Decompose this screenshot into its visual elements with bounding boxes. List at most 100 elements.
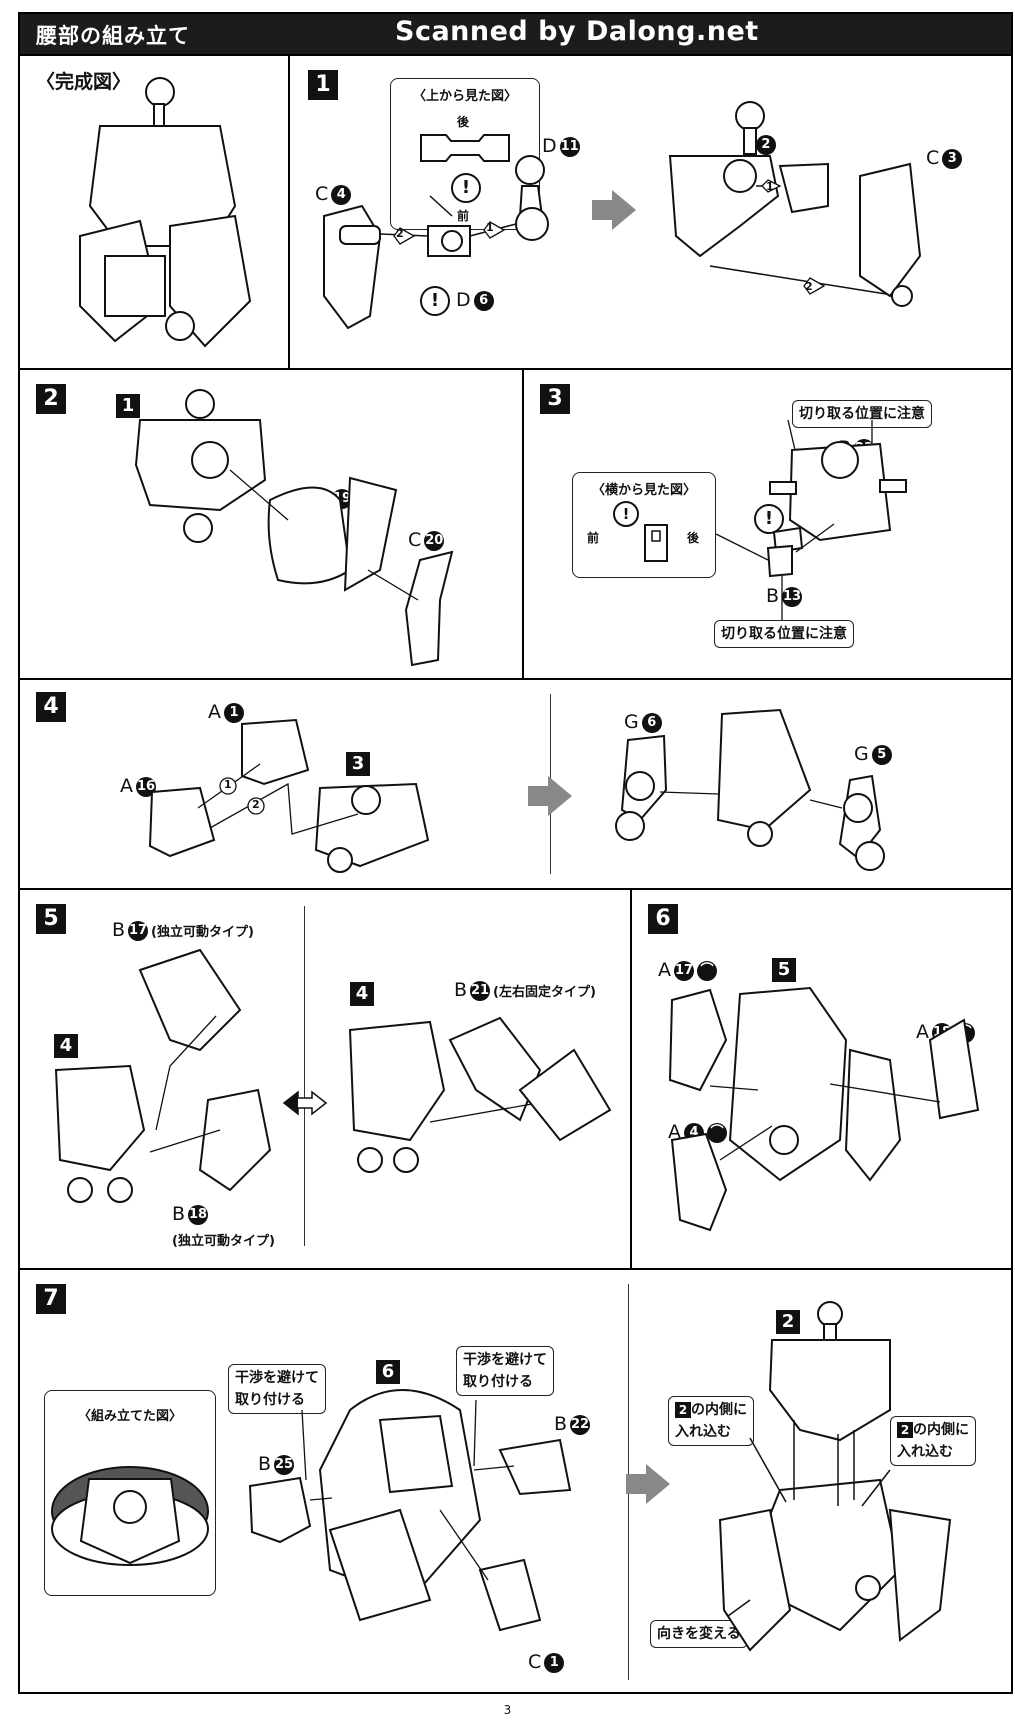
caution-icon: ! bbox=[754, 504, 784, 534]
page-number: 3 bbox=[503, 1703, 512, 1717]
ref-step-5: 5 bbox=[772, 958, 796, 982]
note-text: の内側に 入れ込む bbox=[675, 1402, 747, 1440]
note-text: 干渉を避けて 取り付ける bbox=[463, 1352, 547, 1390]
step1-parts-left bbox=[323, 155, 549, 330]
part-letter: C bbox=[408, 529, 422, 551]
type-note: (独立可動タイプ) bbox=[172, 1234, 275, 1249]
row-step7: 7 〈組み立てた図〉 干渉を避けて 取り付ける 干渉を避けて 取り付ける 6 B… bbox=[18, 1270, 1013, 1694]
inset-title: 〈組み立てた図〉 bbox=[77, 1409, 182, 1424]
next-arrow bbox=[592, 190, 636, 230]
part-letter: B bbox=[554, 1413, 568, 1435]
part-number: 6 bbox=[473, 290, 494, 311]
step4-parts-right bbox=[615, 708, 885, 871]
part-letter: A bbox=[208, 701, 221, 723]
step1-parts-right bbox=[668, 101, 922, 307]
ref-step-4: 4 bbox=[54, 1034, 78, 1058]
inset-assembled-view: 〈組み立てた図〉 bbox=[44, 1390, 216, 1596]
step-number-5: 5 bbox=[36, 904, 66, 934]
type-note: (左右固定タイプ) bbox=[493, 985, 596, 1000]
inset-title: 〈上から見た図〉 bbox=[412, 89, 517, 104]
step6-parts bbox=[668, 986, 980, 1232]
step-number-4: 4 bbox=[36, 692, 66, 722]
step-number-2: 2 bbox=[36, 384, 66, 414]
caution-icon: ! bbox=[451, 173, 481, 203]
step5-parts-left bbox=[54, 948, 272, 1203]
part-letter: D bbox=[456, 289, 471, 311]
inset-title: 〈横から見た図〉 bbox=[591, 483, 696, 498]
part-letter: A bbox=[916, 1021, 929, 1043]
cut-mark-icon: ⌒ bbox=[697, 960, 717, 981]
ref-step-3: 3 bbox=[346, 752, 370, 776]
inset-side-view: 〈横から見た図〉 前 後 ! bbox=[572, 472, 716, 578]
part-letter: B bbox=[112, 919, 126, 941]
step-number-6: 6 bbox=[648, 904, 678, 934]
part-number: 25 bbox=[274, 1454, 295, 1475]
note-avoid-interference-2: 干渉を避けて 取り付ける bbox=[456, 1346, 554, 1396]
part-number: 5 bbox=[871, 744, 892, 765]
label-front: 前 bbox=[457, 209, 470, 223]
part-letter: G bbox=[624, 711, 639, 733]
section-header: 腰部の組み立て Scanned by Dalong.net bbox=[18, 12, 1013, 56]
part-number: 6 bbox=[641, 712, 662, 733]
part-letter: B bbox=[766, 585, 780, 607]
order-1: 1 bbox=[486, 221, 494, 234]
part-number: 4 bbox=[331, 184, 352, 205]
swap-arrow bbox=[282, 1090, 328, 1116]
label-front: 前 bbox=[587, 531, 600, 545]
complete-label: 〈完成図〉 bbox=[36, 71, 132, 93]
next-arrow bbox=[626, 1464, 670, 1504]
part-number: 2 bbox=[755, 134, 776, 155]
step-number-3: 3 bbox=[540, 384, 570, 414]
order-1: 1 bbox=[766, 180, 774, 193]
part-number: 17 bbox=[128, 920, 149, 941]
part-number: 1 bbox=[224, 702, 244, 723]
part-letter: D bbox=[542, 135, 557, 157]
part-number: 16 bbox=[136, 776, 156, 797]
step-number-7: 7 bbox=[36, 1284, 66, 1314]
order-2: 2 bbox=[805, 280, 813, 293]
label-back: 後 bbox=[457, 115, 470, 129]
inset-top-view: 〈上から見た図〉 後 ! 前 bbox=[390, 78, 540, 230]
part-letter: B bbox=[258, 1453, 272, 1475]
divider bbox=[630, 890, 632, 1268]
scan-watermark: Scanned by Dalong.net bbox=[395, 16, 759, 47]
part-letter: C bbox=[528, 1651, 542, 1673]
part-letter: A bbox=[120, 775, 133, 797]
part-letter: B bbox=[454, 979, 468, 1001]
ref-step-1: 1 bbox=[116, 394, 140, 418]
part-letter: C bbox=[926, 147, 940, 169]
part-letter: A bbox=[658, 959, 671, 981]
part-number: 17 bbox=[674, 960, 694, 981]
divider bbox=[304, 906, 305, 1246]
part-number: 11 bbox=[559, 136, 580, 157]
top-view-part bbox=[420, 134, 510, 162]
ref-step-6: 6 bbox=[376, 1360, 400, 1384]
note-avoid-interference-1: 干渉を避けて 取り付ける bbox=[228, 1364, 326, 1414]
part-letter: C bbox=[315, 183, 329, 205]
step4-parts-left bbox=[148, 718, 430, 873]
note-text: の内側に 入れ込む bbox=[897, 1422, 969, 1460]
divider bbox=[522, 370, 524, 678]
note-cut-position-top: 切り取る位置に注意 bbox=[792, 400, 932, 428]
assembled-figure bbox=[51, 1466, 209, 1566]
cut-mark-icon: ⌒ bbox=[707, 1122, 727, 1143]
row-step2-step3: 2 1 B19 C20 3 切り取る位置に注意 B23 〈横から見た図〉 前 後… bbox=[18, 370, 1013, 680]
label-back: 後 bbox=[687, 531, 700, 545]
part-number: 18 bbox=[188, 1204, 209, 1225]
